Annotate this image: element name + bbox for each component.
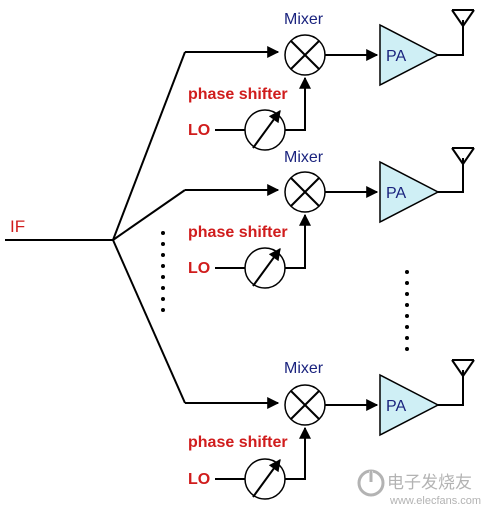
antenna-icon (451, 9, 475, 27)
antenna-icon (451, 147, 475, 165)
lo-label: LO (188, 122, 210, 139)
lo-to-mixer-line (285, 426, 311, 480)
ellipsis-dots-right (405, 270, 409, 351)
phase-shifter-label: phase shifter (188, 224, 288, 241)
watermark: 电子发烧友 www.elecfans.com (357, 469, 481, 507)
pa-amplifier: PA (379, 160, 440, 224)
phase-shifter-label: phase shifter (188, 434, 288, 451)
lo-to-mixer-line (285, 213, 311, 269)
mixer-icon (284, 384, 326, 426)
branch-2: Mixer PA phase shifter LO (185, 147, 475, 289)
phase-shifter-icon (244, 458, 286, 500)
phase-shifter-icon (244, 247, 286, 289)
split-branch-middle (112, 189, 186, 241)
if-label: IF (10, 217, 25, 236)
antenna-feed (438, 158, 464, 193)
ellipsis-dots-left (161, 231, 165, 312)
phase-shifter-icon (244, 109, 286, 151)
pa-label: PA (386, 398, 406, 415)
pa-label: PA (386, 185, 406, 202)
mixer-label: Mixer (284, 149, 324, 166)
lo-label: LO (188, 471, 210, 488)
lo-label: LO (188, 260, 210, 277)
mixer-icon (284, 34, 326, 76)
watermark-logo (357, 469, 385, 497)
pa-label: PA (386, 48, 406, 65)
branch-3: Mixer PA phase shifter LO (185, 359, 475, 500)
watermark-url: www.elecfans.com (389, 495, 481, 507)
mixer-label: Mixer (284, 11, 324, 28)
split-branch-top (112, 51, 186, 241)
mixer-label: Mixer (284, 360, 324, 377)
antenna-feed (438, 370, 464, 406)
antenna-feed (438, 20, 464, 56)
phase-shifter-label: phase shifter (188, 86, 288, 103)
mixer-icon (284, 171, 326, 213)
branch-1: Mixer PA phase shifter LO (185, 9, 475, 151)
watermark-cn: 电子发烧友 (387, 473, 472, 492)
lo-to-mixer-line (285, 76, 311, 131)
if-input: IF (5, 51, 186, 404)
pa-amplifier: PA (379, 373, 440, 437)
pa-amplifier: PA (379, 23, 440, 87)
antenna-icon (451, 359, 475, 377)
split-branch-bottom (112, 239, 186, 404)
